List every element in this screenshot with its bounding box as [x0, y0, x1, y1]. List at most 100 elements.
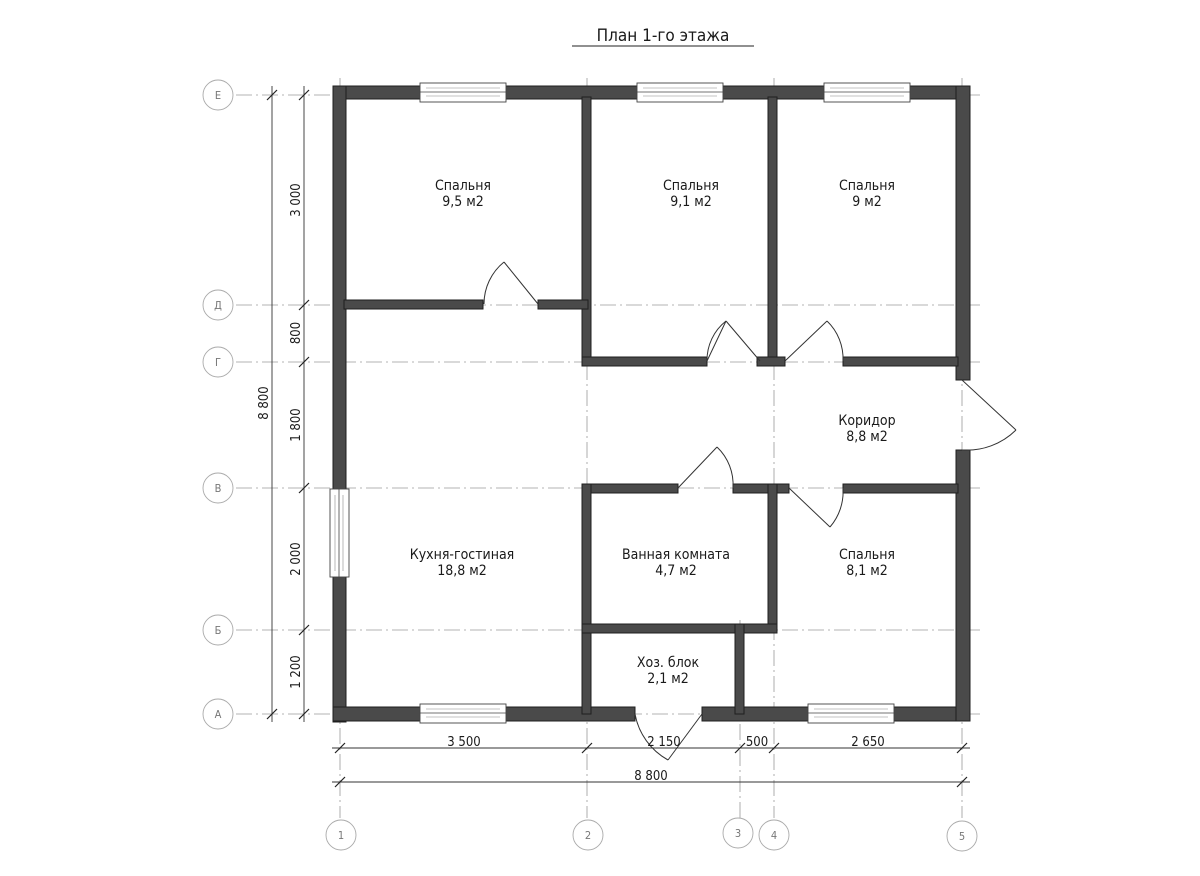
wall-x740 [734, 623, 745, 715]
wall-v-1 [581, 483, 679, 494]
dimension-tick [334, 742, 346, 754]
room-name: Спальня [839, 547, 895, 563]
outer-wall-right-upper [955, 85, 971, 381]
window-bottom-2 [807, 703, 895, 724]
door-utility [634, 713, 703, 761]
dimension-tick [734, 742, 746, 754]
dimension-tick [581, 742, 593, 754]
axis-bubble [572, 819, 604, 851]
dimension-tick [298, 708, 310, 720]
wall-x587-lower [581, 483, 592, 715]
dimension-total-label: 8 800 [257, 386, 272, 419]
window-left [329, 488, 350, 578]
axis-label: 2 [585, 829, 591, 842]
axis-label: 3 [735, 827, 741, 840]
axis-label: В [215, 482, 222, 495]
room-area: 18,8 м2 [437, 563, 487, 579]
axis-label: А [215, 708, 222, 721]
dimension-label: 3 500 [447, 735, 480, 750]
number-axis-markers: 1 2 3 4 5 [325, 817, 978, 852]
wall-x587-upper [581, 96, 592, 366]
room-labels: Спальня 9,5 м2 Спальня 9,1 м2 Спальня 9 … [410, 178, 896, 687]
dimension-tick [768, 742, 780, 754]
axis-label: 5 [959, 830, 965, 843]
dimension-label: 1 800 [289, 408, 304, 441]
wall-d-right [537, 299, 589, 310]
room-name: Хоз. блок [637, 655, 700, 671]
axis-bubble [202, 289, 234, 321]
wall-d-left [343, 299, 484, 310]
window-top-1 [419, 82, 507, 103]
wall-b-segment [581, 623, 778, 634]
room-area: 9 м2 [852, 194, 882, 210]
axis-bubble [946, 820, 978, 852]
door-bathroom [677, 446, 734, 489]
dimension-tick [956, 742, 968, 754]
dimension-label: 2 650 [851, 735, 884, 750]
room-name: Спальня [663, 178, 719, 194]
axis-bubble [202, 79, 234, 111]
room-name: Спальня [435, 178, 491, 194]
dimension-tick [298, 299, 310, 311]
dimension-label: 2 000 [289, 542, 304, 575]
door-bedroom-1 [483, 261, 539, 305]
wall-x774-lower [767, 483, 778, 633]
dimension-tick [266, 708, 278, 720]
door-bedroom-4 [788, 487, 844, 528]
axis-bubble [202, 346, 234, 378]
dimension-label: 800 [289, 322, 304, 344]
axis-bubble [722, 817, 754, 849]
dimension-tick [298, 624, 310, 636]
dimension-tick [956, 776, 968, 788]
dimension-tick [298, 89, 310, 101]
room-area: 4,7 м2 [655, 563, 697, 579]
axis-bubble [758, 819, 790, 851]
plan-title: План 1-го этажа [597, 26, 730, 46]
room-name: Ванная комната [622, 547, 730, 563]
dimension-total-label: 8 800 [634, 769, 667, 784]
room-name: Коридор [838, 413, 895, 429]
doors [483, 261, 1017, 761]
wall-v-2 [732, 483, 790, 494]
wall-v-3 [842, 483, 959, 494]
axis-bubble [202, 614, 234, 646]
window-bottom-1 [419, 703, 507, 724]
axis-label: 4 [771, 829, 777, 842]
dimension-label: 3 000 [289, 183, 304, 216]
axis-label: Е [215, 89, 221, 102]
window-top-3 [823, 82, 911, 103]
wall-g-1 [581, 356, 708, 367]
dimension-label: 500 [746, 735, 768, 750]
axis-bubble [202, 698, 234, 730]
bottom-dimensions: 3 500 2 150 500 2 650 8 800 [332, 735, 970, 788]
wall-x774-upper [767, 96, 778, 366]
wall-g-3 [842, 356, 959, 367]
axis-label: 1 [338, 829, 344, 842]
dimension-label: 2 150 [647, 735, 680, 750]
room-name: Спальня [839, 178, 895, 194]
door-corridor-exit [961, 379, 1017, 451]
door-bedroom-3 [784, 320, 844, 362]
room-name: Кухня-гостиная [410, 547, 515, 563]
wall-g-2 [756, 356, 786, 367]
axis-label: Г [215, 356, 221, 369]
window-top-2 [636, 82, 724, 103]
axis-bubble [202, 472, 234, 504]
dimension-tick [298, 482, 310, 494]
dimension-label: 1 200 [289, 655, 304, 688]
axis-label: Д [214, 299, 222, 312]
axis-label: Б [215, 624, 222, 637]
letter-axis-markers: Е Д Г В Б А [202, 79, 234, 730]
left-dimensions: 3 000 800 1 800 2 000 1 200 8 800 [257, 86, 310, 722]
room-area: 9,5 м2 [442, 194, 484, 210]
dimension-tick [334, 776, 346, 788]
door-bedroom-2 [706, 320, 761, 362]
axis-bubble [325, 819, 357, 851]
room-area: 8,1 м2 [846, 563, 888, 579]
room-area: 9,1 м2 [670, 194, 712, 210]
outer-wall-left [332, 85, 347, 723]
dimension-tick [298, 356, 310, 368]
room-area: 8,8 м2 [846, 429, 888, 445]
room-area: 2,1 м2 [647, 671, 689, 687]
dimension-tick [266, 89, 278, 101]
